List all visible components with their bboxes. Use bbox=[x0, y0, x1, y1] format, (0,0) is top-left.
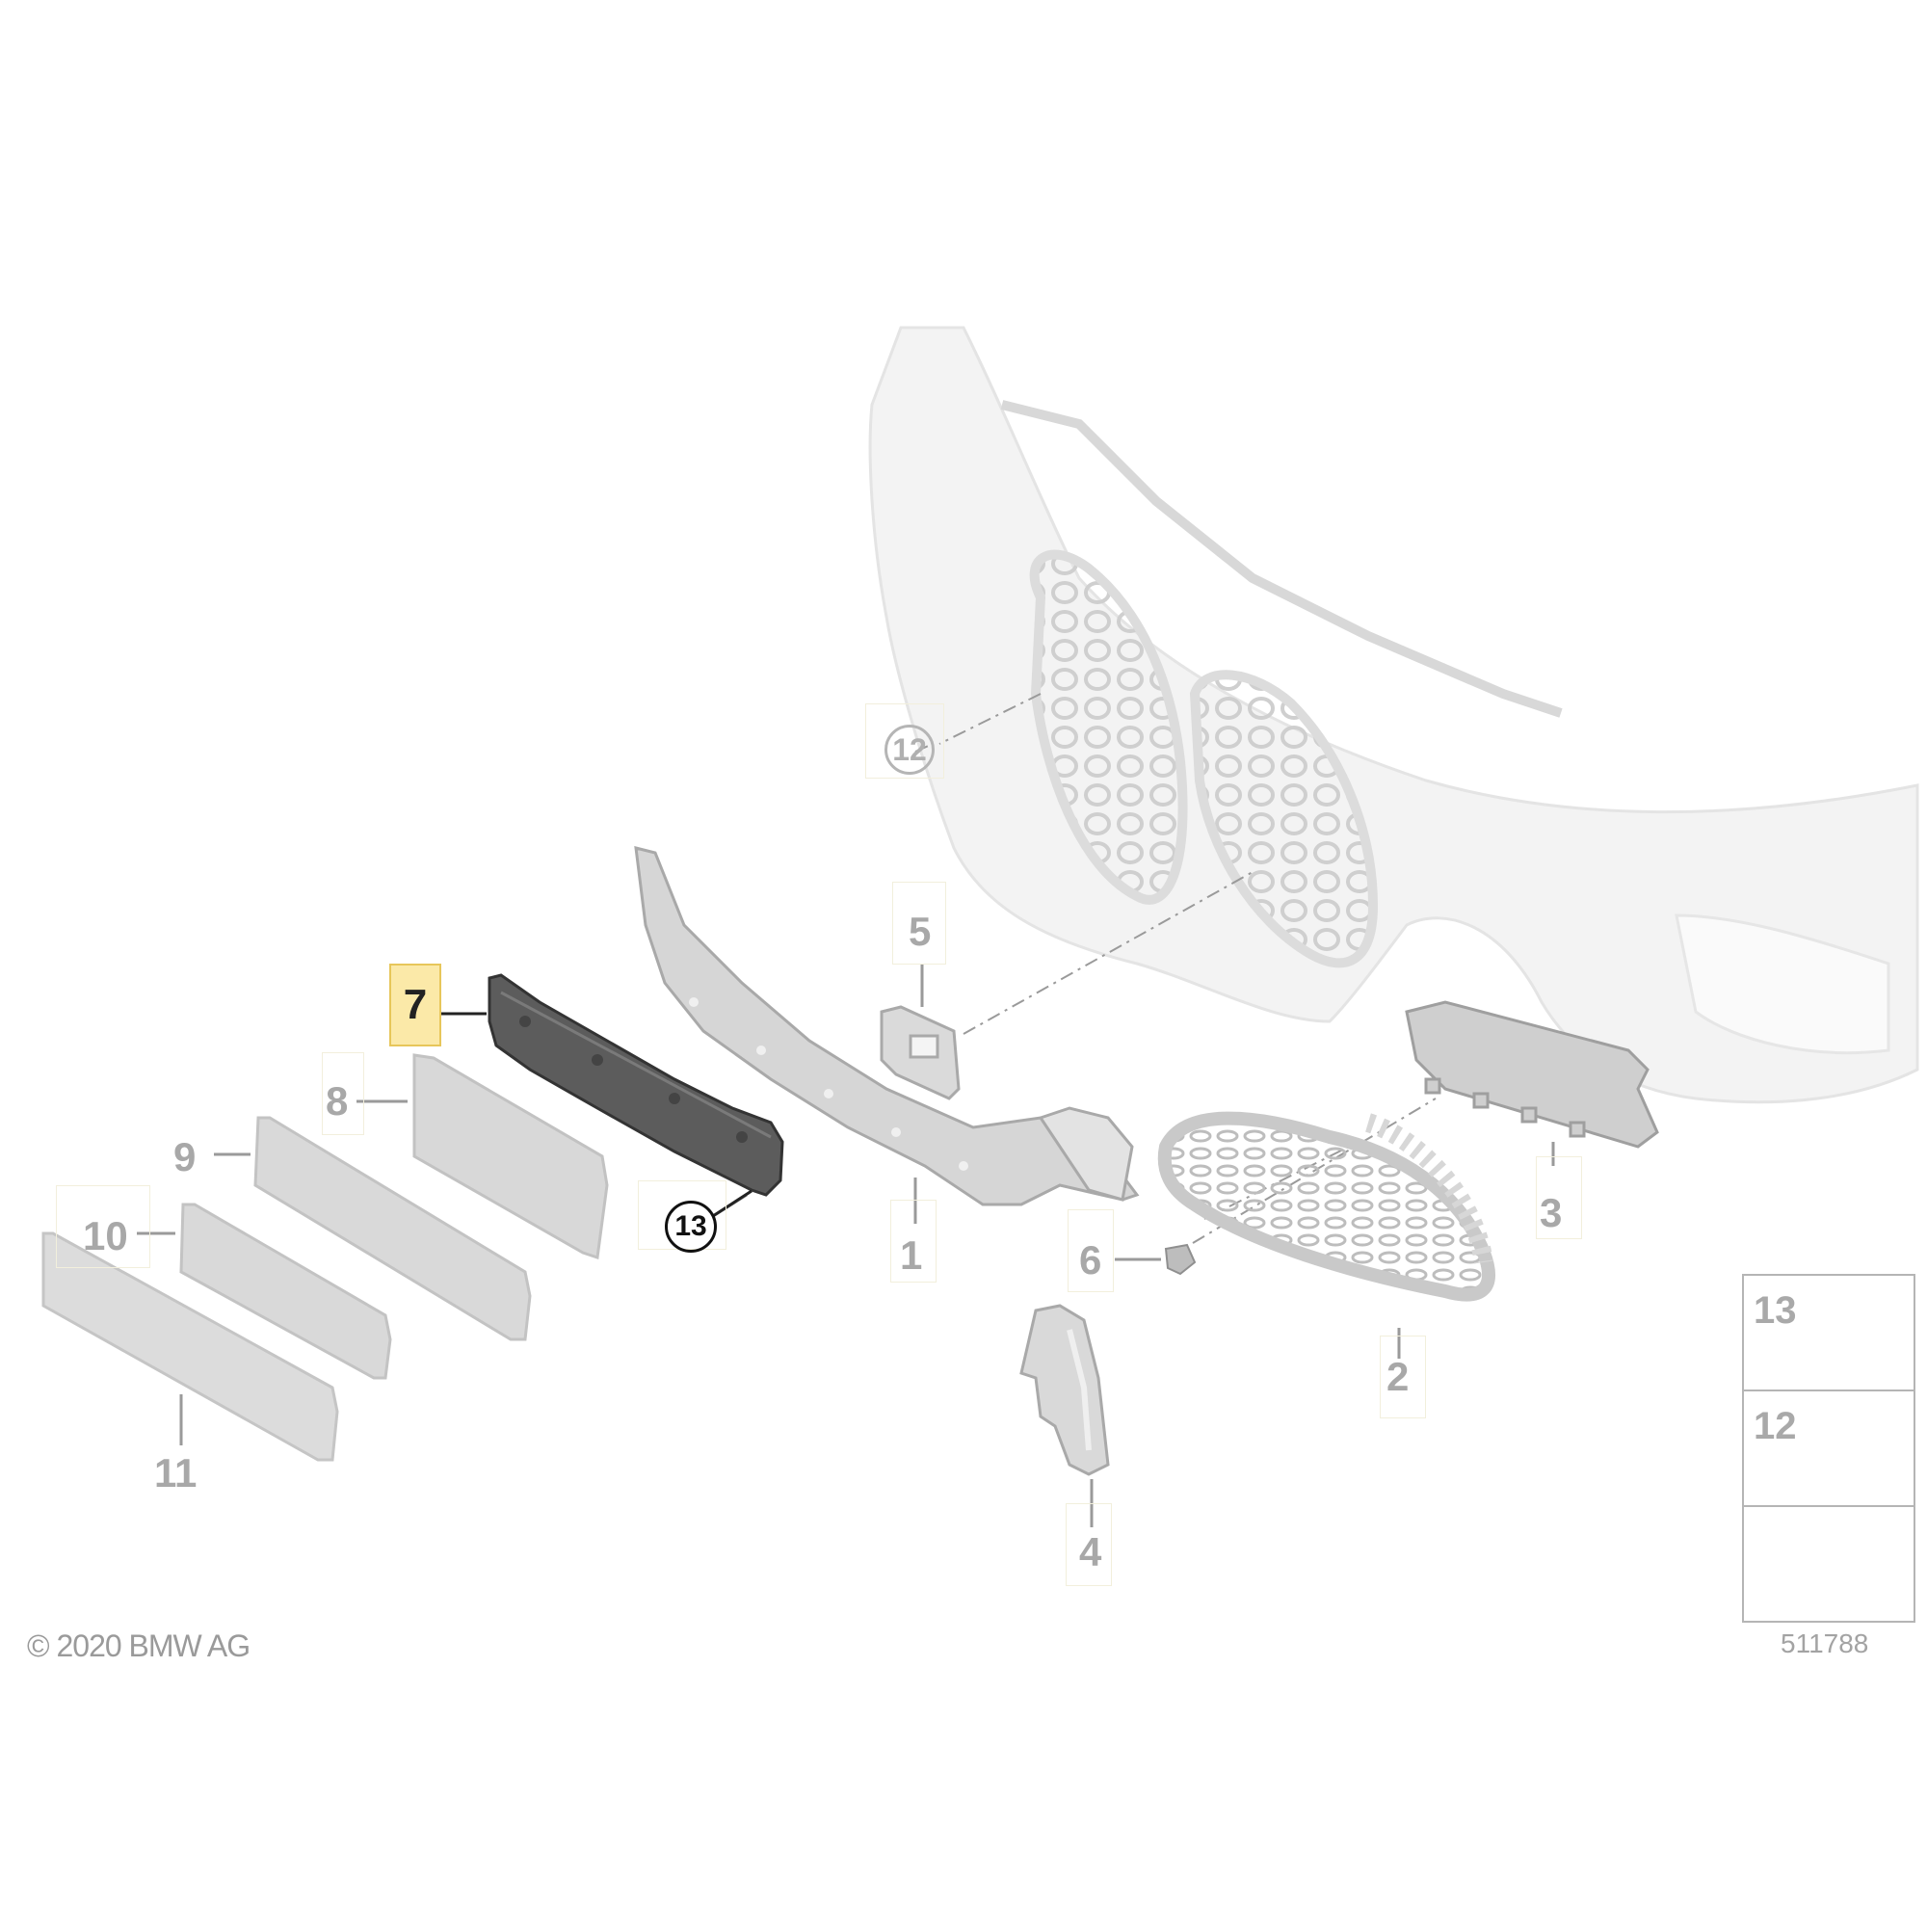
callout-13-circled[interactable]: 13 bbox=[665, 1201, 717, 1253]
callout-11[interactable]: 11 bbox=[154, 1450, 198, 1495]
callout-5-frame bbox=[892, 882, 946, 965]
callout-5[interactable]: 5 bbox=[909, 909, 932, 954]
legend-item-12-number: 12 bbox=[1754, 1405, 1797, 1447]
kidney-grille bbox=[1029, 549, 1379, 968]
callout-4[interactable]: 4 bbox=[1079, 1529, 1102, 1575]
legend-item-13-number: 13 bbox=[1754, 1289, 1797, 1332]
legend-item-13[interactable]: 13 bbox=[1744, 1276, 1914, 1391]
fastener-legend: 13 12 bbox=[1742, 1274, 1915, 1623]
callout-8[interactable]: 8 bbox=[326, 1078, 349, 1124]
callout-10[interactable]: 10 bbox=[83, 1213, 128, 1258]
part-7-plate-bracket bbox=[488, 973, 784, 1197]
callout-6[interactable]: 6 bbox=[1079, 1237, 1102, 1283]
callout-2-frame bbox=[1380, 1336, 1426, 1418]
callout-6-frame bbox=[1068, 1209, 1114, 1292]
callout-4-frame bbox=[1066, 1503, 1112, 1586]
part-1-carrier bbox=[634, 846, 1140, 1206]
callout-12-frame bbox=[865, 703, 944, 779]
callout-7-highlighted[interactable]: 7 bbox=[389, 964, 441, 1046]
callout-1-frame bbox=[890, 1200, 937, 1283]
part-6-clip bbox=[1164, 1243, 1197, 1276]
callout-12-circled[interactable]: 12 bbox=[884, 725, 935, 775]
part-3-mount bbox=[1405, 1000, 1659, 1149]
callout-2[interactable]: 2 bbox=[1386, 1354, 1410, 1399]
legend-item-12[interactable]: 12 bbox=[1744, 1391, 1914, 1507]
part-4-side-cover bbox=[1019, 1304, 1110, 1476]
part-9-plate bbox=[253, 1116, 532, 1341]
callout-10-frame bbox=[56, 1185, 150, 1268]
part-10-plate bbox=[179, 1203, 392, 1380]
part-5-bracket bbox=[880, 1005, 961, 1100]
diagram-id: 511788 bbox=[1781, 1628, 1869, 1658]
part-2-side-trim bbox=[1157, 1111, 1495, 1302]
legend-orientation bbox=[1744, 1507, 1914, 1619]
part-11-plate bbox=[41, 1231, 339, 1462]
part-8-plate bbox=[412, 1053, 609, 1259]
callout-3-frame bbox=[1536, 1156, 1582, 1239]
callout-8-frame bbox=[322, 1052, 364, 1135]
callout-3[interactable]: 3 bbox=[1540, 1190, 1563, 1235]
callout-9[interactable]: 9 bbox=[173, 1134, 197, 1179]
copyright-text: © 2020 BMW AG bbox=[27, 1628, 251, 1663]
callout-1[interactable]: 1 bbox=[900, 1232, 923, 1278]
